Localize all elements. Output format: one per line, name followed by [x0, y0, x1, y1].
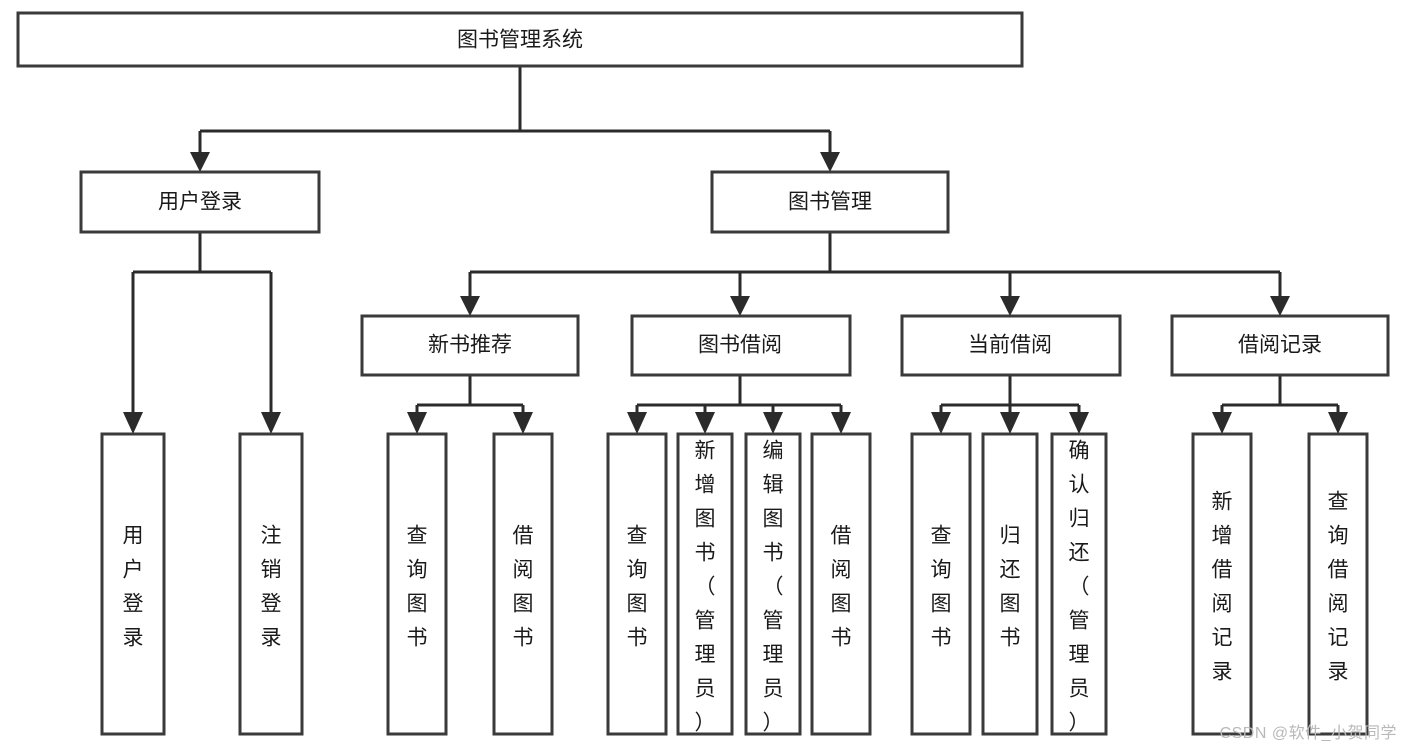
node-leaf-2[interactable]: 注销登录: [238, 432, 304, 736]
arrow-head-leaf-7: [763, 412, 783, 434]
node-user-login-label: 用户登录: [158, 191, 242, 214]
arrow-head-leaf-4: [513, 412, 533, 434]
node-leaf-11-label: 确认归还（管理员）: [1069, 440, 1090, 735]
node-leaf-6-box[interactable]: [676, 432, 734, 736]
node-book-borrow-box[interactable]: [630, 314, 852, 377]
node-leaf-9-box[interactable]: [910, 432, 972, 736]
node-root-box[interactable]: [16, 11, 1024, 68]
arrow-head-leaf-11: [1069, 412, 1089, 434]
node-leaf-4-box[interactable]: [492, 432, 554, 736]
arrow-head-user-login: [190, 152, 210, 172]
node-leaf-1[interactable]: 用户登录: [100, 432, 166, 736]
node-leaf-5[interactable]: 查询图书: [606, 432, 668, 736]
node-current-borrow[interactable]: 当前借阅: [900, 314, 1122, 377]
node-leaf-10-box[interactable]: [981, 432, 1039, 736]
node-book-manage-label: 图书管理: [788, 191, 872, 214]
arrow-head-leaf-10: [1000, 412, 1020, 434]
connector-layer: [123, 66, 1348, 434]
arrow-head-leaf-13: [1328, 412, 1348, 434]
arrow-head-leaf-1: [123, 412, 143, 434]
arrow-head-book-manage: [820, 152, 840, 172]
node-leaf-2-label: 注销登录: [261, 525, 282, 650]
node-book-borrow-label: 图书借阅: [698, 334, 782, 357]
node-user-login-box[interactable]: [79, 170, 321, 234]
node-leaf-3-box[interactable]: [386, 432, 448, 736]
arrow-head-leaf-5: [627, 412, 647, 434]
node-leaf-9[interactable]: 查询图书: [910, 432, 972, 736]
node-leaf-13-label: 查询借阅记录: [1328, 491, 1349, 684]
node-leaf-4-label: 借阅图书: [513, 525, 534, 650]
node-leaf-13-box[interactable]: [1307, 432, 1369, 736]
arrow-head-leaf-8: [831, 412, 851, 434]
arrow-head-leaf-9: [931, 412, 951, 434]
node-new-book-rec-box[interactable]: [360, 314, 580, 377]
arrow-head-book-borrow: [730, 296, 750, 316]
node-leaf-1-label: 用户登录: [123, 525, 144, 650]
node-leaf-8[interactable]: 借阅图书: [810, 432, 872, 736]
node-root-label: 图书管理系统: [457, 29, 583, 52]
node-root[interactable]: 图书管理系统: [16, 11, 1024, 68]
node-leaf-1-box[interactable]: [100, 432, 166, 736]
node-leaf-4[interactable]: 借阅图书: [492, 432, 554, 736]
node-leaf-3-label: 查询图书: [407, 525, 428, 650]
node-leaf-7[interactable]: 编辑图书（管理员）: [744, 432, 802, 736]
node-leaf-7-box[interactable]: [744, 432, 802, 736]
arrow-head-leaf-2: [261, 412, 281, 434]
node-leaf-8-box[interactable]: [810, 432, 872, 736]
node-borrow-record[interactable]: 借阅记录: [1170, 314, 1390, 377]
node-leaf-5-box[interactable]: [606, 432, 668, 736]
node-leaf-8-label: 借阅图书: [831, 525, 852, 650]
node-leaf-9-label: 查询图书: [931, 525, 952, 650]
node-leaf-5-label: 查询图书: [627, 525, 648, 650]
node-leaf-6-label: 新增图书（管理员）: [695, 440, 716, 735]
node-book-manage-box[interactable]: [710, 170, 950, 234]
node-leaf-12-box[interactable]: [1191, 432, 1253, 736]
arrow-head-leaf-3: [407, 412, 427, 434]
csdn-watermark: CSDN @软件_小贺同学: [1219, 725, 1397, 742]
node-current-borrow-label: 当前借阅: [968, 334, 1052, 357]
node-leaf-3[interactable]: 查询图书: [386, 432, 448, 736]
arrow-head-current-borrow: [1000, 296, 1020, 316]
arrow-head-leaf-12: [1212, 412, 1232, 434]
node-leaf-13[interactable]: 查询借阅记录: [1307, 432, 1369, 736]
node-leaf-10-label: 归还图书: [1000, 525, 1021, 650]
node-leaf-12[interactable]: 新增借阅记录: [1191, 432, 1253, 736]
node-leaf-11[interactable]: 确认归还（管理员）: [1050, 432, 1108, 736]
node-borrow-record-label: 借阅记录: [1238, 334, 1322, 357]
node-leaf-10[interactable]: 归还图书: [981, 432, 1039, 736]
node-leaf-12-label: 新增借阅记录: [1212, 491, 1233, 684]
node-leaf-6[interactable]: 新增图书（管理员）: [676, 432, 734, 736]
node-book-borrow[interactable]: 图书借阅: [630, 314, 852, 377]
node-new-book-rec-label: 新书推荐: [428, 334, 512, 357]
node-new-book-rec[interactable]: 新书推荐: [360, 314, 580, 377]
node-user-login[interactable]: 用户登录: [79, 170, 321, 234]
node-leaf-7-label: 编辑图书（管理员）: [763, 440, 784, 735]
node-leaf-2-box[interactable]: [238, 432, 304, 736]
node-borrow-record-box[interactable]: [1170, 314, 1390, 377]
node-leaf-11-box[interactable]: [1050, 432, 1108, 736]
node-book-manage[interactable]: 图书管理: [710, 170, 950, 234]
arrow-head-borrow-record: [1270, 296, 1290, 316]
arrow-head-leaf-6: [695, 412, 715, 434]
arrow-head-new-book-rec: [460, 296, 480, 316]
node-current-borrow-box[interactable]: [900, 314, 1122, 377]
